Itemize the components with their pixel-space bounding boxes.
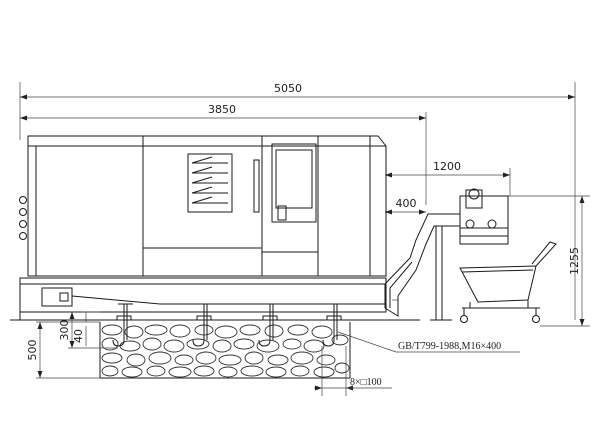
gravel-fill	[101, 324, 350, 378]
door-handle	[253, 159, 260, 213]
vent-grille	[187, 153, 233, 213]
door-window	[271, 143, 317, 223]
dimension-anchor-pocket: 8×□100	[314, 346, 392, 396]
dimension-conveyor-offset: 400	[385, 197, 426, 215]
anchor-bolts	[112, 303, 343, 347]
anchor-bolt-callout: GB/T799-1988,M16×400	[337, 331, 520, 353]
chip-conveyor	[384, 188, 509, 321]
chip-cart	[459, 241, 557, 323]
overall-length-label: 5050	[274, 82, 302, 95]
foundation-depth-label: 500	[26, 340, 39, 361]
dimension-conveyor-length: 1200	[385, 160, 511, 196]
bolt-depth-label: 300	[58, 320, 71, 341]
height-label: 1255	[568, 247, 581, 275]
dimension-overall-length: 5050	[19, 82, 576, 320]
lathe-body	[10, 135, 420, 321]
anchor-bolt-spec: GB/T799-1988,M16×400	[398, 341, 501, 352]
dimension-machine-length: 3850	[20, 103, 427, 205]
anchor-pocket-label: 8×□100	[350, 377, 382, 388]
control-buttons	[19, 196, 27, 240]
conveyor-length-label: 1200	[433, 160, 461, 173]
dimension-height: 1255	[500, 195, 590, 327]
dimension-foundation-depth: 500	[26, 321, 100, 379]
foundation	[99, 303, 351, 379]
machine-length-label: 3850	[208, 103, 236, 116]
base-access-panel	[41, 287, 73, 307]
dimension-grout: 40	[72, 311, 100, 346]
dimension-bolt-depth: 300	[58, 312, 118, 349]
grout-label: 40	[72, 329, 85, 343]
conveyor-offset-label: 400	[396, 197, 417, 210]
